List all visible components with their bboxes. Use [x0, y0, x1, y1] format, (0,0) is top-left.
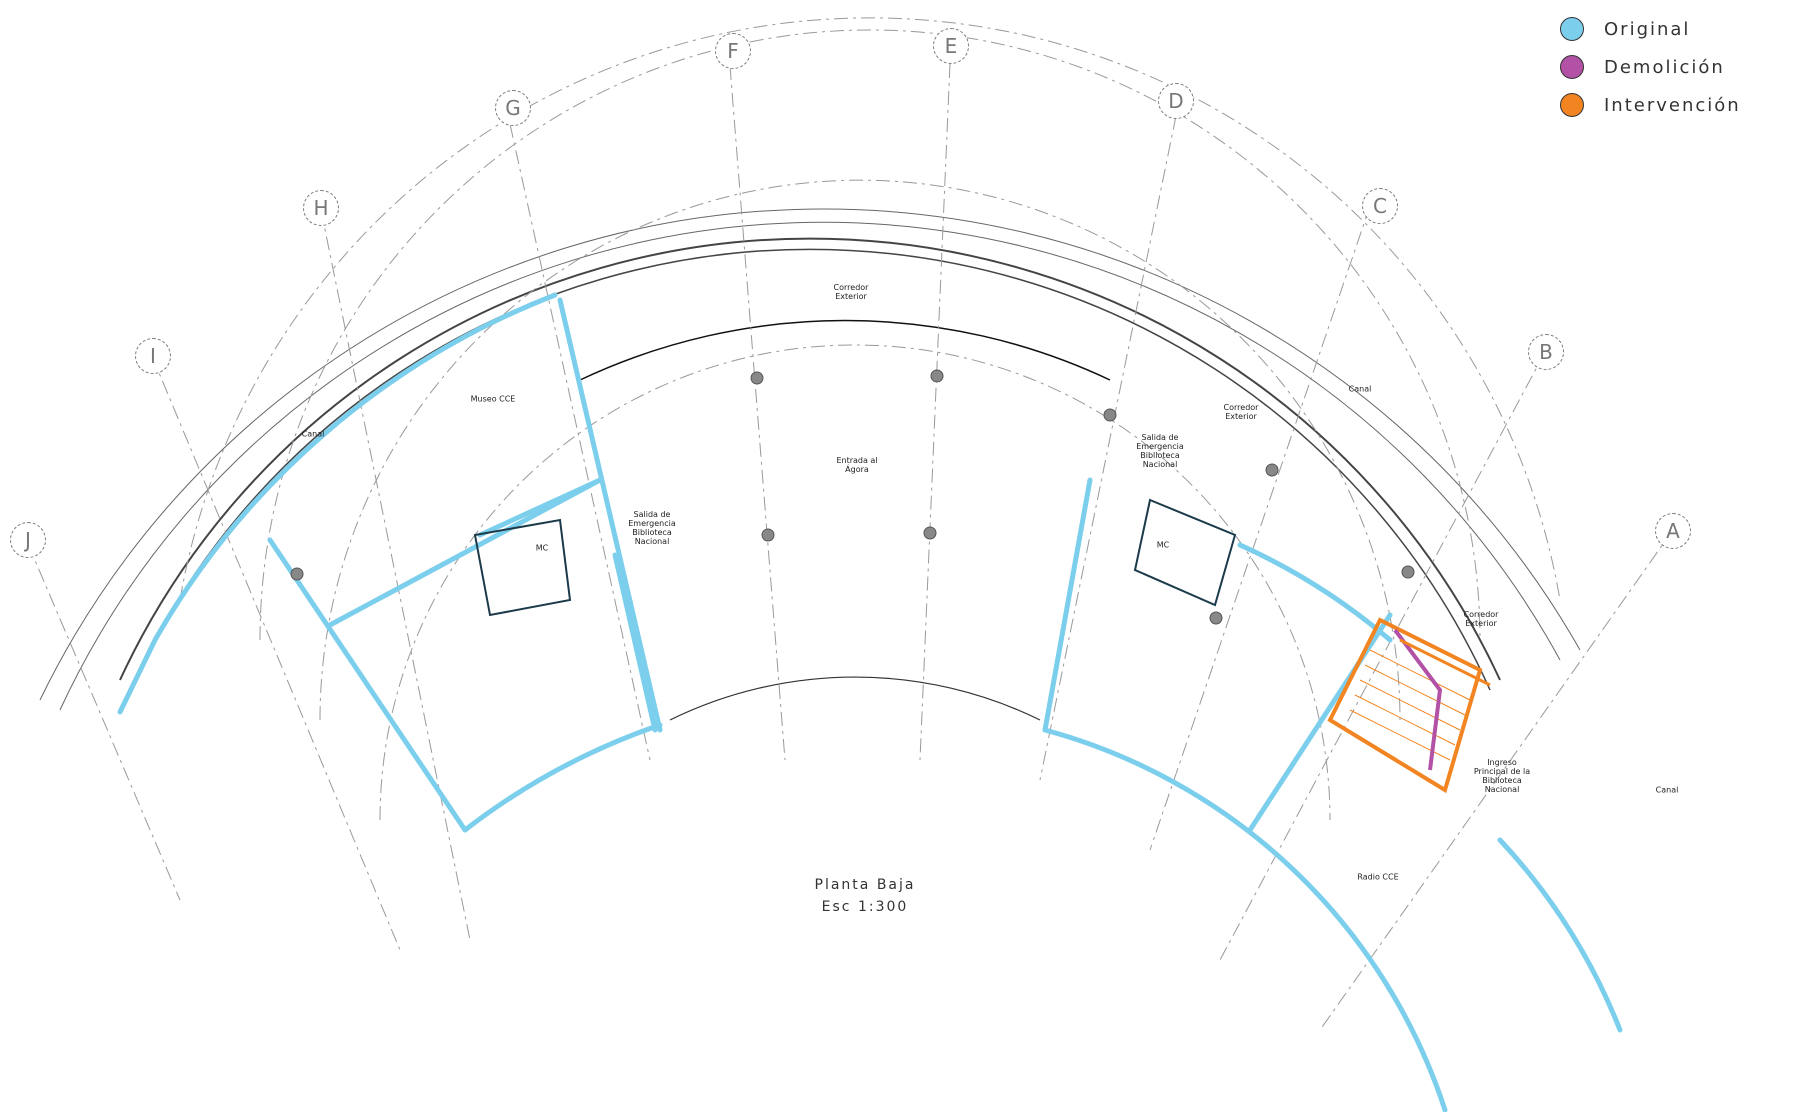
axis-label: E: [944, 34, 958, 58]
axis-label: F: [727, 39, 739, 63]
label-canal-far-right: Canal: [1655, 785, 1679, 795]
axis-marker-a: A: [1655, 513, 1691, 549]
axis-marker-d: D: [1158, 83, 1194, 119]
legend-swatch-original: [1560, 17, 1584, 41]
legend-item-original: Original: [1560, 10, 1741, 48]
inner-doors-arc: [669, 676, 1041, 721]
outer-arc-1: [39, 208, 1581, 701]
axis-marker-b: B: [1528, 334, 1564, 370]
plan-title: Planta Baja: [814, 877, 916, 893]
axis-label: J: [25, 528, 31, 552]
legend-swatch-demolicion: [1560, 55, 1584, 79]
room-ingreso-principal: Ingreso Principal de la Biblioteca Nacio…: [1473, 758, 1531, 794]
plan-title-block: Planta Baja Esc 1:300: [790, 874, 940, 918]
stair-cores: [473, 498, 1237, 617]
room-salida-emergencia-left: Salida de Emergencia Biblioteca Nacional: [628, 510, 676, 546]
facade-arc-outer: [119, 237, 1501, 681]
axis-label: H: [313, 196, 329, 220]
room-corredor-exterior-far-right: Corredor Exterior: [1463, 610, 1499, 628]
axis-marker-j: J: [10, 522, 46, 558]
room-corredor-exterior-center: Corredor Exterior: [833, 283, 869, 301]
label-canal-right: Canal: [1348, 384, 1372, 394]
axis-label: C: [1373, 194, 1387, 218]
label-canal-left: Canal: [301, 429, 325, 439]
outer-arc-2: [59, 221, 1561, 711]
legend-swatch-intervencion: [1560, 93, 1584, 117]
axis-marker-f: F: [715, 33, 751, 69]
legend-item-intervencion: Intervención: [1560, 86, 1741, 124]
grid-arc-3: [319, 179, 1401, 721]
legend-label: Demolición: [1604, 56, 1725, 78]
grid-arc-1: [179, 17, 1561, 601]
legend: Original Demolición Intervención: [1560, 10, 1741, 124]
label-mc-right: MC: [1156, 540, 1170, 550]
axis-marker-e: E: [933, 28, 969, 64]
columns: [290, 369, 1415, 625]
axis-marker-h: H: [303, 190, 339, 226]
intervention-stair: [1327, 617, 1491, 794]
legend-item-demolicion: Demolición: [1560, 48, 1741, 86]
axis-marker-c: C: [1362, 188, 1398, 224]
room-salida-emergencia-right: Salida de Emergencia Biblioteca Nacional: [1136, 433, 1184, 469]
grid-arc-4: [379, 344, 1331, 821]
grid-arc-2: [259, 29, 1481, 641]
label-mc-left: MC: [535, 543, 549, 553]
legend-label: Intervención: [1604, 94, 1741, 116]
axis-label: B: [1539, 340, 1553, 364]
axis-label: I: [150, 344, 156, 368]
axis-label: A: [1666, 519, 1680, 543]
room-museo-cce: Museo CCE: [470, 394, 516, 404]
axis-label: D: [1168, 89, 1184, 113]
room-radio-cce: Radio CCE: [1357, 872, 1399, 882]
agora-boundary: [579, 319, 1111, 381]
original-walls: [117, 292, 1623, 1112]
axis-marker-g: G: [495, 90, 531, 126]
axis-label: G: [505, 96, 521, 120]
plan-scale: Esc 1:300: [821, 899, 909, 915]
legend-label: Original: [1604, 18, 1691, 40]
room-corredor-exterior-right: Corredor Exterior: [1223, 403, 1259, 421]
room-entrada-agora: Entrada al Ágora: [836, 456, 878, 474]
axis-marker-i: I: [135, 338, 171, 374]
